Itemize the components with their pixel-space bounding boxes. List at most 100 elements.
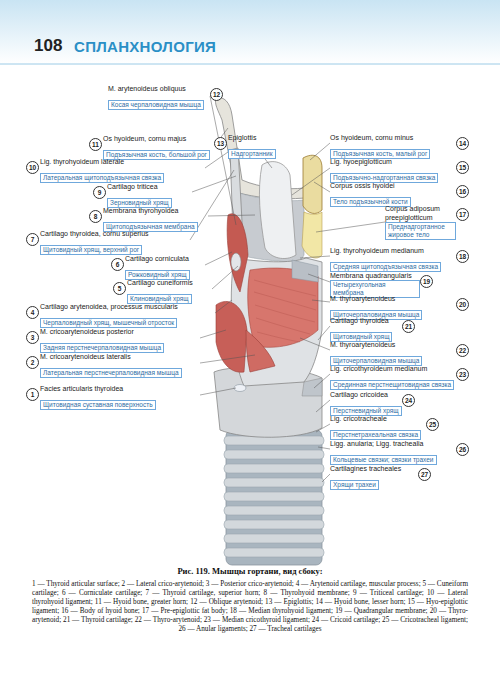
callout-box: Corpus adiposum preepiglotticumПреднадго…: [385, 204, 456, 241]
latin-name: Cartilago triticea: [107, 182, 192, 191]
leader-line: [300, 338, 330, 350]
callout-box: Lig. cricothyroideum medianumСрединная п…: [330, 364, 456, 391]
callout-number: 2: [26, 356, 39, 369]
callout-number: 24: [402, 394, 415, 407]
callout-box: M. cricoarytenoideus lateralisЛатеральна…: [40, 352, 200, 379]
tracheal-ring: [224, 506, 324, 515]
callout-number: 27: [418, 468, 431, 481]
latin-name: M. cricoarytenoideus posterior: [40, 327, 200, 336]
callout-box: Cartilago thyroideaЩитовидный хрящ: [330, 316, 402, 343]
russian-name: Зерновидный хрящ: [107, 198, 172, 208]
callout-number: 25: [426, 418, 439, 431]
russian-name: Латеральная щитоподъязычная связка: [40, 173, 164, 183]
russian-name: Задняя перстнечерпаловидная мышца: [40, 343, 164, 353]
tracheal-ring: [224, 548, 324, 557]
leader-line: [316, 222, 385, 232]
tracheal-ring: [224, 492, 324, 501]
callout-number: 9: [93, 186, 106, 199]
leader-line: [316, 424, 330, 432]
callout-box: M. cricoarytenoideus posteriorЗадняя пер…: [40, 327, 200, 354]
russian-name: Средняя щитоподъязычная связка: [330, 262, 441, 272]
callout-box: Ligg. anularia; Ligg. trachealiaКольцевы…: [330, 439, 456, 466]
callout-number: 11: [89, 138, 102, 151]
callout-number: 14: [456, 137, 469, 150]
latin-name: Lig. cricotracheale: [330, 414, 426, 423]
leader-line: [310, 143, 330, 160]
russian-name: Косая черпаловидная мышца: [108, 100, 204, 110]
callout-number: 19: [420, 275, 433, 288]
russian-name: Рожковидный хрящ: [125, 270, 190, 280]
latin-name: Epiglottis: [228, 133, 293, 142]
callout-number: 13: [214, 137, 227, 150]
callout-number: 18: [456, 250, 469, 263]
callout-number: 10: [26, 161, 39, 174]
russian-name: Щитовидный хрящ, верхний рог: [40, 245, 142, 255]
callout-number: 5: [113, 282, 126, 295]
leader-line: [292, 168, 330, 195]
callout-box: Corpus ossis hyoideiТело подъязычной кос…: [330, 181, 456, 208]
callout-box: Os hyoideum, cornu minusПодъязычная кост…: [330, 133, 456, 160]
russian-name: Преднадгортанное жировое тело: [385, 222, 456, 240]
callout-box: Cartilago triticeaЗерновидный хрящ: [107, 182, 192, 209]
latin-name: Cartilago thyroidea, cornu superius: [40, 229, 190, 238]
callout-box: Facies articularis thyroideaЩитовидная с…: [40, 384, 200, 411]
leader-line: [210, 96, 236, 225]
latin-name: Os hyoideum, cornu majus: [103, 134, 218, 143]
tracheal-ring: [224, 450, 324, 459]
callout-box: Cartilago cricoideaПерстневидный хрящ: [330, 390, 402, 417]
russian-name: Щиточерпаловидная мышца: [330, 356, 422, 366]
latin-name: Corpus ossis hyoidei: [330, 181, 456, 190]
tracheal-ring: [224, 464, 324, 473]
latin-name: Cartilago corniculata: [125, 254, 205, 263]
latin-name: Ligg. anularia; Ligg. trachealia: [330, 439, 456, 448]
leader-line: [300, 256, 330, 258]
preepiglottic-fat: [302, 212, 322, 258]
leader-line: [212, 266, 238, 289]
arytenoid-cartilage: [231, 253, 241, 271]
callout-number: 21: [402, 320, 415, 333]
callout-number: 12: [210, 88, 223, 101]
latin-name: Os hyoideum, cornu minus: [330, 133, 456, 142]
leader-line: [200, 388, 236, 395]
callout-number: 4: [26, 306, 39, 319]
latin-name: Membrana thyrohyoidea: [103, 206, 208, 215]
callout-box: Lig. thyrohyoideum medianumСредняя щитоп…: [330, 246, 456, 273]
leader-line: [205, 252, 232, 265]
tracheal-ring: [224, 520, 324, 529]
leader-line: [200, 330, 226, 338]
figure-caption: Рис. 119. Мышцы гортани, вид сбоку:: [30, 566, 470, 576]
callout-box: Cartilago arytenoidea, processus muscula…: [40, 302, 215, 329]
leader-line: [215, 300, 232, 313]
hyoid-body: [303, 155, 322, 213]
russian-name: Перстневидный хрящ: [330, 406, 402, 416]
header-rule: [0, 64, 500, 65]
latin-name: Cartilago cricoidea: [330, 390, 402, 399]
callout-box: Membrana quadrangularisЧетырехугольная м…: [330, 271, 420, 299]
callout-number: 15: [456, 161, 469, 174]
leader-line: [316, 400, 330, 412]
latin-name: M. thyroarytenoideus: [330, 294, 456, 303]
callout-number: 8: [89, 210, 102, 223]
callout-number: 7: [26, 233, 39, 246]
russian-name: Кольцевые связки; связки трахеи: [330, 455, 437, 465]
latin-name: Lig. thyrohyoideum laterale: [40, 157, 205, 166]
callout-number: 22: [456, 344, 469, 357]
leader-line: [322, 474, 330, 482]
latin-name: Corpus adiposum preepiglotticum: [385, 204, 456, 222]
callout-number: 17: [456, 208, 469, 221]
callout-number: 20: [456, 298, 469, 311]
epiglottis: [259, 162, 296, 259]
latin-name: M. thyroarytenoideus: [330, 340, 456, 349]
callout-box: Lig. cricotrachealeПерстнетрахеальная св…: [330, 414, 426, 441]
callout-box: Cartilago thyroidea, cornu superiusЩитов…: [40, 229, 190, 256]
callout-box: Os hyoideum, cornu majusПодъязычная кост…: [103, 134, 218, 161]
callout-number: 16: [456, 185, 469, 198]
callout-box: M. arytenoideus obliquusКосая черпаловид…: [108, 84, 210, 111]
latin-name: Lig. cricothyroideum medianum: [330, 364, 456, 373]
callout-box: M. thyroarytenoideusЩиточерпаловидная мы…: [330, 340, 456, 367]
leader-line: [192, 176, 236, 192]
russian-name: Перстнетрахеальная связка: [330, 430, 421, 440]
leader-line: [314, 374, 330, 388]
callout-number: 6: [111, 258, 124, 271]
muscle-fibers: [254, 280, 316, 342]
